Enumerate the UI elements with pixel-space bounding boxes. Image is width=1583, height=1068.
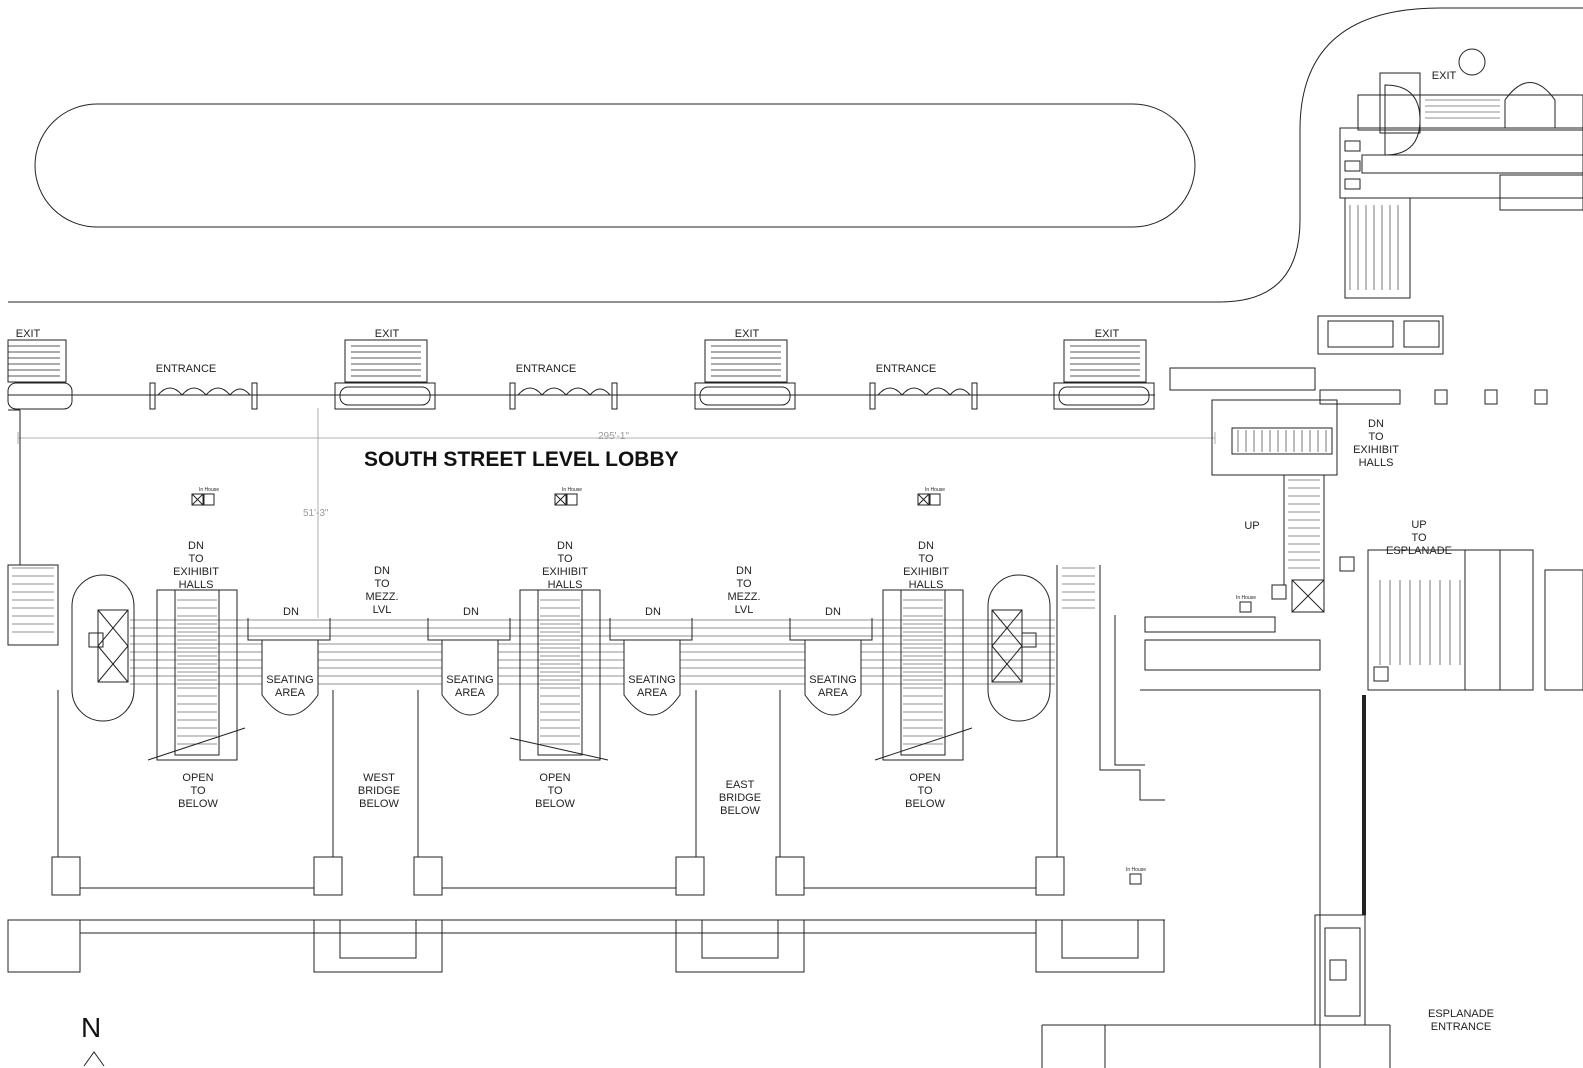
south-east-edge xyxy=(1042,1025,1320,1068)
east-bridge-label: EAST BRIDGE BELOW xyxy=(718,779,762,817)
seating-area-label-3: SEATING AREA xyxy=(628,674,676,699)
up-to-esplanade-label: UP TO ESPLANADE xyxy=(1385,519,1453,557)
dn-label-2: DN xyxy=(463,606,479,618)
seating-areas xyxy=(262,640,861,715)
seating-area-label-4: SEATING AREA xyxy=(809,674,857,699)
dn-label-3: DN xyxy=(645,606,661,618)
exit-label-3: EXIT xyxy=(734,328,760,340)
exit-label-2: EXIT xyxy=(374,328,400,340)
dn-label-4: DN xyxy=(825,606,841,618)
dn-exhibit-label-4: DN TO EXIHIBIT HALLS xyxy=(1353,418,1399,469)
curb-line xyxy=(8,8,1583,302)
phone-icons xyxy=(89,494,1388,980)
dn-planters xyxy=(248,618,872,640)
west-bridge-label: WEST BRIDGE BELOW xyxy=(357,772,401,810)
left-wall xyxy=(8,410,58,645)
east-wing xyxy=(1100,49,1583,1068)
east-hatching xyxy=(12,100,1500,665)
depth-dimension: 51'-3" xyxy=(303,508,329,519)
up-label: UP xyxy=(1244,520,1260,532)
dn-exhibit-label-1: DN TO EXIHIBIT HALLS xyxy=(173,540,219,591)
vestibule-hatching xyxy=(8,346,1140,376)
seating-area-label-1: SEATING AREA xyxy=(266,674,314,699)
open-below-label-3: OPEN TO BELOW xyxy=(905,772,945,810)
escalator-treads xyxy=(177,600,943,744)
dn-label-1: DN xyxy=(283,606,299,618)
structure xyxy=(8,565,1165,972)
elevator-cores xyxy=(72,575,1050,721)
escalators xyxy=(148,590,972,760)
entrance-label-1: ENTRANCE xyxy=(155,363,217,375)
open-below-label-1: OPEN TO BELOW xyxy=(178,772,218,810)
stair-runs xyxy=(130,620,1055,684)
plan-title: SOUTH STREET LEVEL LOBBY xyxy=(364,448,679,471)
width-dimension: 295'-1" xyxy=(598,431,630,442)
in-house-label-5: In House xyxy=(1125,867,1147,873)
dimension-lines xyxy=(18,408,1215,618)
open-below-label-2: OPEN TO BELOW xyxy=(535,772,575,810)
entrance-doors xyxy=(150,383,977,409)
exit-label-4: EXIT xyxy=(1094,328,1120,340)
entrance-label-3: ENTRANCE xyxy=(875,363,937,375)
seating-area-label-2: SEATING AREA xyxy=(446,674,494,699)
driveway-island xyxy=(35,104,1195,227)
esplanade-entrance-label: ESPLANADE ENTRANCE xyxy=(1427,1008,1495,1033)
in-house-label-1: In House xyxy=(198,487,220,493)
exit-label-1: EXIT xyxy=(15,328,41,340)
dn-mezz-label-2: DN TO MEZZ. LVL xyxy=(727,565,761,616)
dn-exhibit-label-2: DN TO EXIHIBIT HALLS xyxy=(542,540,588,591)
entrance-label-2: ENTRANCE xyxy=(515,363,577,375)
dn-mezz-label-1: DN TO MEZZ. LVL xyxy=(365,565,399,616)
in-house-label-3: In House xyxy=(924,487,946,493)
north-arrow-icon xyxy=(84,1052,104,1066)
north-label: N xyxy=(81,1012,102,1043)
in-house-label-2: In House xyxy=(561,487,583,493)
exit-label-5: EXIT xyxy=(1431,70,1457,82)
in-house-label-4: In House xyxy=(1235,595,1257,601)
exit-vestibules xyxy=(8,340,1154,409)
dn-exhibit-label-3: DN TO EXIHIBIT HALLS xyxy=(903,540,949,591)
